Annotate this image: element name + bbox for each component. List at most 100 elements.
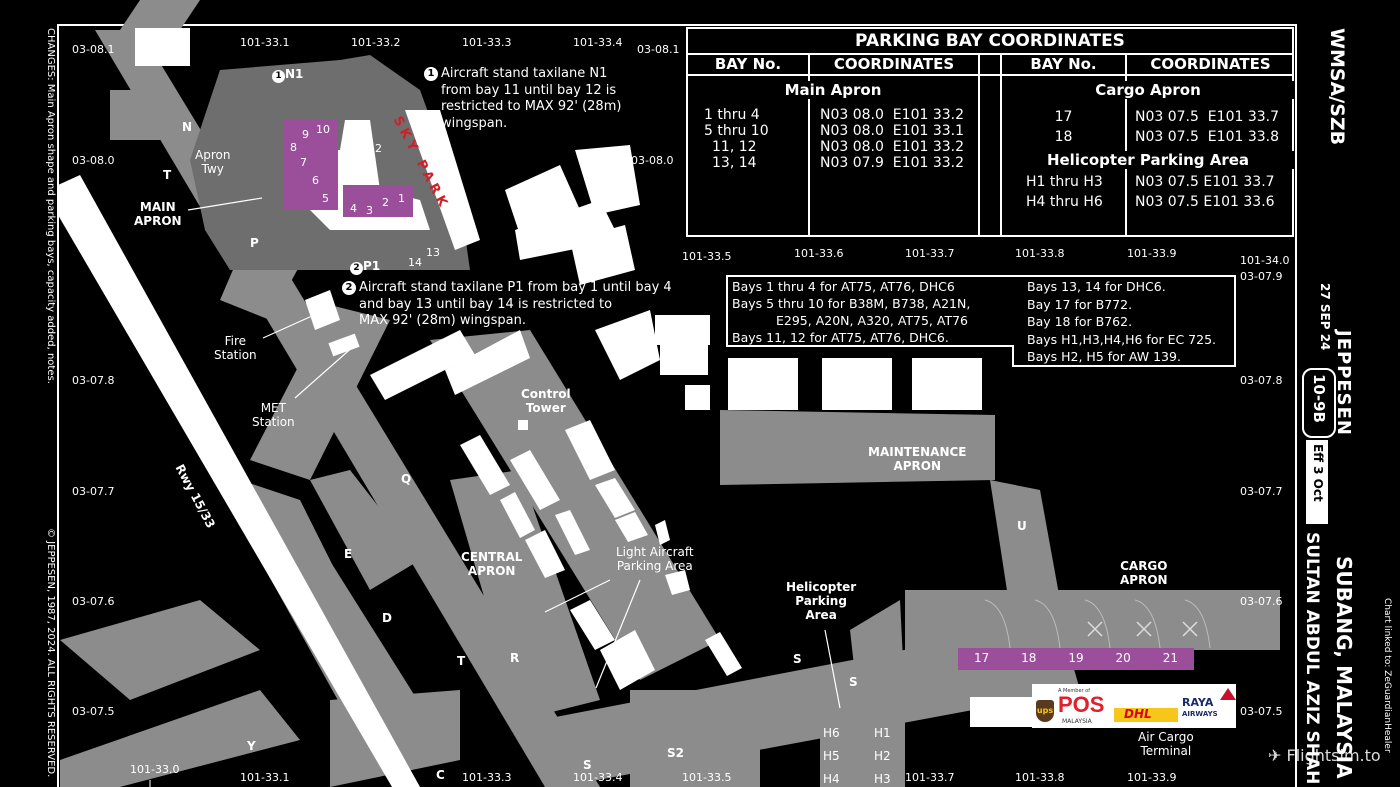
credit-text: Chart linked to: ZeGuardianHealer [1382,598,1392,753]
bay-notes-right: Bays 13, 14 for DHC6. Bay 17 for B772. B… [1027,278,1216,366]
heli-bay-label: H4 [823,772,840,786]
lat-tick: 03-08.0 [631,154,674,167]
effective-date: Eff 3 Oct [1306,440,1328,524]
bay-label: 14 [408,256,422,269]
bay-label: 13 [426,246,440,259]
pos-small-text: A Member of [1058,688,1090,694]
lon-tick: 101-33.3 [462,771,512,784]
n1-label: N1 [285,67,304,81]
coord-cell: N03 08.0 E101 33.2 [820,107,964,123]
plane-icon: ✈ [1268,746,1282,765]
cargo-apron-label: CARGO APRON [1120,559,1168,587]
label-line: Tower [525,401,566,415]
heli-bay-label: H3 [874,772,891,786]
lon-tick: 101-33.0 [130,763,180,776]
coord-cell: N03 07.5 E101 33.7 [1135,109,1279,125]
note-2-line: and bay 13 until bay 14 is restricted to [359,296,613,312]
bay-cell: 11, 12 [712,139,757,155]
cargo-bay-label: 17 [973,651,990,665]
label-line: Station [252,415,295,429]
raya-mark-icon [1220,688,1236,700]
bay-label: 9 [302,128,309,141]
bay-cell: 1 thru 4 [704,107,760,123]
p1-number-icon: 2 [350,262,363,275]
taxiway-label: S [849,675,858,689]
label-line: Station [214,348,257,362]
bay-cell: 5 thru 10 [704,123,769,139]
label-line: APRON [1120,573,1168,587]
main-apron-label: MAIN APRON [134,200,182,228]
lon-tick: 101-33.2 [351,36,401,49]
bay-cell: 17 [1054,109,1073,125]
taxiway-label: S [583,758,592,772]
note-1-number: 1 [424,67,438,81]
chart-frame [57,24,1297,787]
label-line: Fire [224,334,247,348]
bay-label: 2 [382,196,389,209]
bay-cell: H4 thru H6 [1026,194,1103,210]
bay-label: 11 [346,131,360,144]
coord-cell: N03 07.5 E101 33.7 [1135,174,1275,190]
lon-tick: 101-33.4 [573,771,623,784]
lon-tick: 101-33.5 [682,250,732,263]
cargo-x-marks [1087,621,1198,637]
bay-label: 1 [398,192,405,205]
bay-label: 12 [368,142,382,155]
bay-label: 3 [366,204,373,217]
note-1-line: Aircraft stand taxilane N1 [441,66,608,81]
airport-code: WMSA/SZB [1326,28,1348,146]
coord-cell: N03 08.0 E101 33.1 [820,123,964,139]
chart-number: 10-9B [1302,368,1336,438]
note-1-line: wingspan. [441,115,508,131]
lat-tick: 03-07.7 [1240,485,1283,498]
met-station-label: MET Station [252,401,295,429]
cargo-bay-label: 19 [1068,651,1084,665]
bay-note-line: Bays 5 thru 10 for B38M, B738, A21N, [732,296,971,311]
note-2: 2 Aircraft stand taxilane P1 from bay 1 … [342,280,672,330]
label-line: Light Aircraft [616,545,694,559]
chart-number-text: 10-9B [1310,374,1328,423]
pos-logo: POS [1058,692,1105,717]
lon-tick: 101-33.6 [794,247,844,260]
sky-park-building [405,110,480,250]
lon-tick: 101-33.7 [905,247,955,260]
heli-bay-label: H1 [874,726,891,740]
runway-15-33 [58,175,420,787]
lat-tick: 03-07.6 [72,595,115,608]
bay-note-line: Bays 1 thru 4 for AT75, AT76, DHC6 [732,279,955,294]
cargo-bays-highlight [958,648,1194,670]
label-line: Terminal [1140,744,1192,758]
bay-label: 8 [290,141,297,154]
lon-tick: 101-34.0 [1240,254,1290,267]
taxiway-label: E [344,547,353,561]
lon-tick: 101-33.4 [573,36,623,49]
dhl-logo: DHL [1114,707,1178,722]
lon-tick: 101-33.3 [462,36,512,49]
label-line: CARGO [1120,559,1168,573]
taxiway-label: C [436,768,445,782]
note-2-line: Aircraft stand taxilane P1 from bay 1 un… [359,280,672,295]
maintenance-apron-label: MAINTENANCE APRON [868,445,967,473]
col-bay-right: BAY No. [1030,55,1097,73]
label-line: APRON [893,459,942,473]
heli-bays-right: H1 H2 H3 [874,722,891,787]
central-apron-label: CENTRAL APRON [461,550,522,578]
label-line: Parking [795,594,847,608]
air-cargo-label: Air Cargo Terminal [1138,730,1194,758]
raya-sub: AIRWAYS [1182,710,1218,718]
lat-tick: 03-07.8 [72,374,115,387]
lat-tick: 03-08.1 [72,43,115,56]
bay-label: 10 [316,123,330,136]
heli-bay-label: H2 [874,749,891,763]
watermark-text: Flightsim.to [1286,746,1381,765]
heli-area-heading: Helicopter Parking Area [1002,151,1294,169]
label-line: MAINTENANCE [868,445,967,459]
note-1: 1 Aircraft stand taxilane N1 from bay 11… [424,66,621,132]
taxiway-label: P [250,236,259,250]
watermark: ✈ Flightsim.to [1268,746,1381,765]
bay-note-line: E295, A20N, A320, AT75, AT76 [776,313,969,328]
